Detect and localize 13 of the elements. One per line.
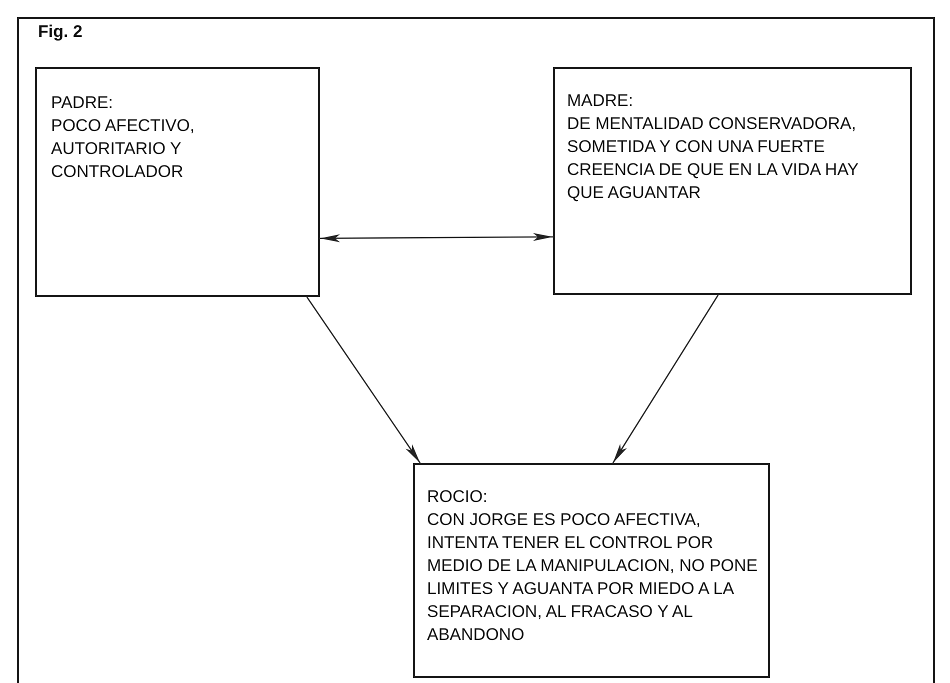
arrow: [320, 233, 553, 242]
arrow: [306, 296, 421, 464]
arrow: [612, 294, 719, 464]
box-text: DE MENTALIDAD CONSERVADORA, SOMETIDA Y CON UNA FUERTE CREENCIA DE QUE EN LA VIDA HAY QUE AGUANTAR: [567, 113, 860, 204]
text-box: [35, 67, 320, 297]
box-text: CON JORGE ES POCO AFECTIVA, INTENTA TENER EL CONTROL POR MEDIO DE LA MANIPULACION, NO PONE LIMITES Y AGUANTA POR MIEDO A LA SEPARACION, AL FRACASO Y AL ABANDONO: [427, 509, 758, 646]
text-box: [553, 67, 912, 295]
text-box: [413, 463, 770, 678]
figure-title: Fig. 2: [38, 22, 82, 42]
box-heading: ROCIO:: [427, 486, 488, 508]
box-heading: MADRE:: [567, 90, 634, 112]
box-heading: PADRE:: [51, 92, 114, 114]
box-text: POCO AFECTIVO, AUTORITARIO Y CONTROLADOR: [51, 115, 196, 183]
